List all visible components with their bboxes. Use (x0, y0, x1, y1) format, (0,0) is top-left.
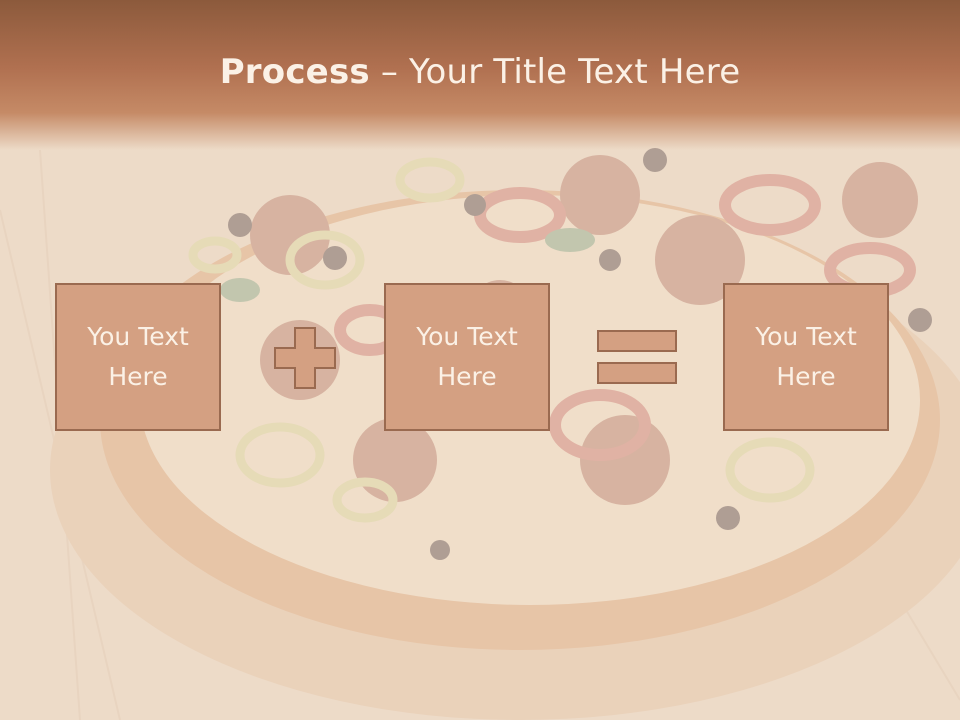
slide-title: Process – Your Title Text Here (0, 52, 960, 92)
equals-icon (597, 330, 677, 384)
process-box-2[interactable]: You Text Here (384, 283, 550, 431)
process-box-1[interactable]: You Text Here (55, 283, 221, 431)
plus-icon (274, 327, 336, 389)
process-box-1-text: You Text Here (87, 322, 189, 391)
title-bold: Process (219, 52, 370, 92)
process-box-2-text: You Text Here (416, 322, 518, 391)
title-rest: – Your Title Text Here (369, 52, 741, 92)
process-box-3-text: You Text Here (755, 322, 857, 391)
title-band (0, 0, 960, 150)
process-box-3[interactable]: You Text Here (723, 283, 889, 431)
